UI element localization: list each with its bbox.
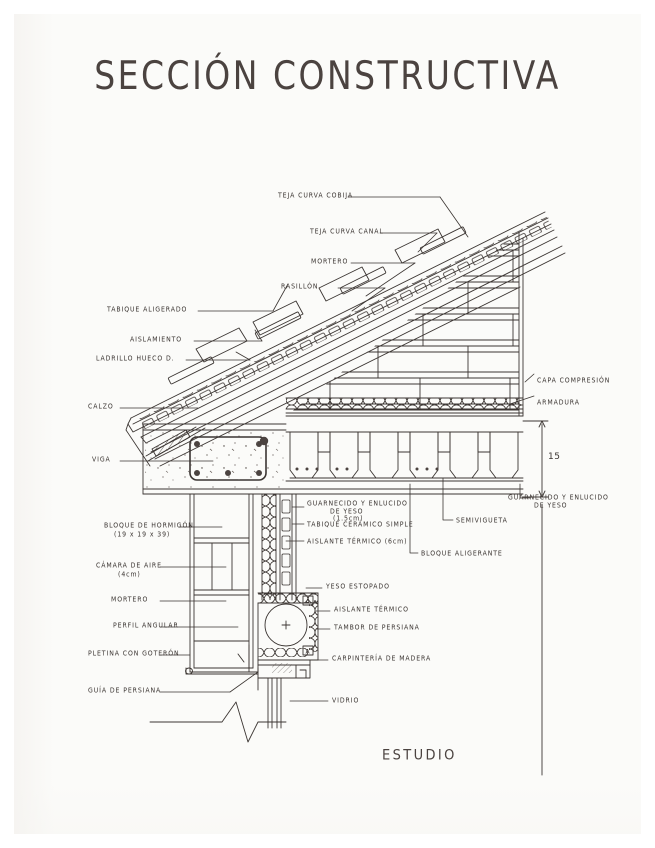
label-armadura: ARMADURA [537,399,580,407]
label-aislante-termico-drum: AISLANTE TÉRMICO [334,606,409,614]
label-aislamiento: AISLAMIENTO [130,336,183,344]
label-bloque-hormigon-1: BLOQUE DE HORMIGÓN [104,522,194,530]
dimension-slab-thickness: 15 [548,452,561,462]
label-mortero-roof: MORTERO [311,258,349,266]
label-mortero-wall: MORTERO [111,596,149,604]
label-yeso-estopado: YESO ESTOPADO [326,583,390,591]
label-tambor-persiana: TAMBOR DE PERSIANA [334,624,420,632]
label-guia-persiana: GUÍA DE PERSIANA [88,687,162,695]
label-guarnecido-yeso-center-3: (1.5cm) [333,515,364,523]
label-semivigueta: SEMIVIGUETA [456,517,508,525]
label-tabique-ceramico-simple: TABIQUE CERÁMICO SIMPLE [307,521,414,529]
label-camara-aire-2: (4cm) [118,571,141,579]
label-rasillon: RASILLÓN [281,283,319,291]
label-calzo: CALZO [88,403,114,411]
label-viga: VIGA [92,456,111,464]
label-vidrio: VIDRIO [332,697,360,705]
label-guarnecido-yeso-center-2: DE YESO [330,508,364,516]
label-teja-curva-canal: TEJA CURVA CANAL [310,228,384,236]
paper-background [14,14,641,834]
label-bloque-hormigon-2: (19 x 19 x 39) [114,531,171,539]
label-guarnecido-yeso-right-1: GUARNECIDO Y ENLUCIDO [508,494,609,502]
footer-estudio: ESTUDIO [382,747,457,764]
label-perfil-angular: PERFIL ANGULAR [113,622,179,630]
svg-text:A: A [306,598,311,605]
label-bloque-aligerante: BLOQUE ALIGERANTE [421,550,503,558]
label-teja-curva-cobija: TEJA CURVA COBIJA [278,192,353,200]
label-aislante-termico-6cm: AISLANTE TÉRMICO (6cm) [307,538,408,546]
label-carpinteria-madera: CARPINTERÍA DE MADERA [332,655,432,663]
label-capa-compresion: CAPA COMPRESIÓN [537,377,611,385]
label-ladrillo-hueco: LADRILLO HUECO D. [96,355,175,363]
label-guarnecido-yeso-right-2: DE YESO [534,502,568,510]
label-tabique-aligerado: TABIQUE ALIGERADO [107,306,188,314]
label-pletina-goteron: PLETINA CON GOTERÓN [88,650,180,658]
label-camara-aire-1: CÁMARA DE AIRE [96,562,162,570]
label-guarnecido-yeso-center-1: GUARNECIDO Y ENLUCIDO [307,500,408,508]
page-title: SECCIÓN CONSTRUCTIVA [94,52,561,99]
